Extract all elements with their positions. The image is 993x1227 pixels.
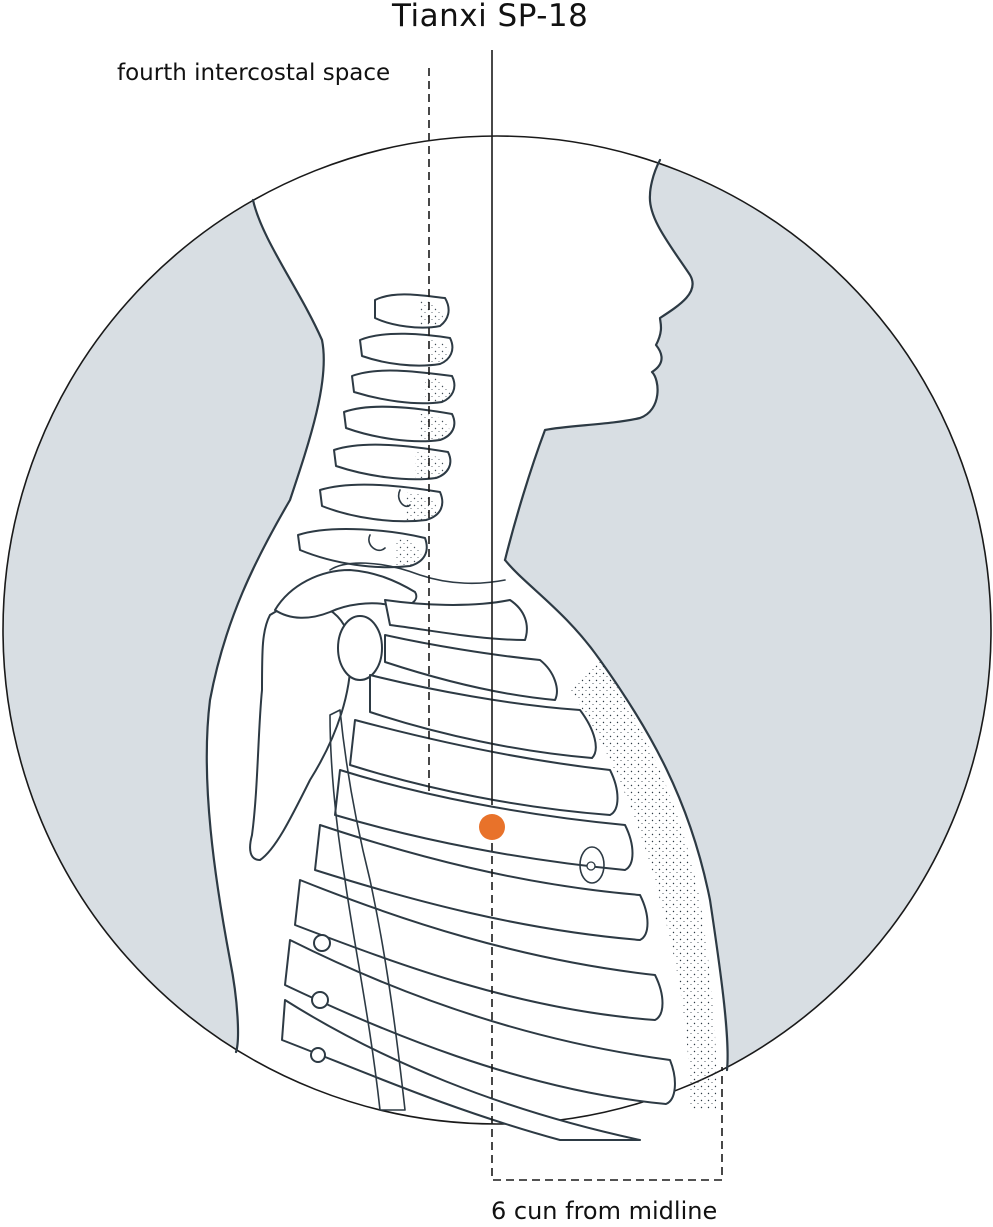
- face-outline: [503, 158, 694, 562]
- point-title: Tianxi SP-18: [392, 0, 589, 34]
- intercostal-label: fourth intercostal space: [117, 60, 391, 86]
- circle-border: [2, 135, 992, 1125]
- chest-outline: [503, 558, 729, 1072]
- nipple-icon: [579, 846, 605, 884]
- acupoint-marker-dot[interactable]: [479, 814, 505, 840]
- distance-label: 6 cun from midline: [491, 1197, 718, 1225]
- scapula: [249, 562, 506, 861]
- back-outline: [205, 198, 325, 1054]
